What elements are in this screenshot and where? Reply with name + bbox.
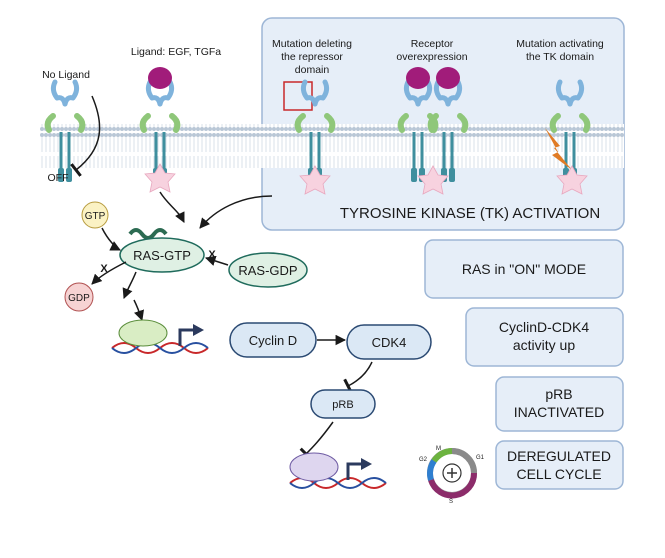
label-mutation-repressor-line2: the repressor [281,51,343,63]
label-ligand: Ligand: EGF, TGFa [131,46,221,58]
label-no-ligand: No Ligand [42,69,90,81]
box-prb-line1: pRB [545,386,572,402]
box-cyclin-line1: CyclinD-CDK4 [499,319,589,335]
receptor-ligand-bound [143,67,178,193]
label-off: OFF [48,172,69,184]
transcription-arrow-icon [346,462,362,480]
box-ras-on [424,239,624,299]
lightning-icon [545,128,572,170]
cycle-label-m: M [436,446,441,452]
inhibition-cdk4-prb [343,361,373,394]
arrow-ligand-to-ras [159,191,185,223]
ligand-icon [406,67,430,89]
box-ras-on-text: RAS in "ON" MODE [462,261,586,277]
ras-gtp-node [119,237,205,273]
cycle-label-s: S [449,499,453,505]
gdp-node [64,282,94,312]
arrow-ras-down [122,271,137,299]
block-mark-gdp: X [100,263,108,275]
cyclin-d-label: Cyclin D [249,333,297,348]
prb-node [310,389,376,419]
dna-upper [111,319,209,354]
arrow-tk-to-ras [199,195,273,229]
transcription-arrow-head [193,324,204,336]
inhibition-prb-e2f [299,421,334,461]
prb-label: pRB [332,399,353,411]
box-cycle-line2: CELL CYCLE [516,466,601,482]
star-domain-icon [144,163,176,193]
cdk4-label: CDK4 [372,335,407,350]
ras-tail-icon [128,228,168,240]
label-mutation-tk-line2: the TK domain [526,51,594,63]
receptor-mutation-repressor [283,82,332,195]
dna-icon [289,477,387,489]
cyclin-d-node [229,322,317,358]
ras-gtp-label: RAS-GTP [133,248,191,263]
label-mutation-repressor-line1: Mutation deleting [272,38,352,50]
cycle-label-g2: G2 [419,457,428,463]
transcription-factor-icon [118,319,168,347]
tk-activation-title: TYROSINE KINASE (TK) ACTIVATION [340,205,600,222]
ras-gdp-node [228,252,308,288]
arrow-gdp-to-gtp [204,255,229,266]
box-prb-line2: INACTIVATED [514,404,605,420]
label-mutation-tk-line1: Mutation activating [516,38,604,50]
receptor-overexpression [401,67,466,195]
label-overexpression-line2: overexpression [396,51,467,63]
box-cyclin-activity [465,307,624,367]
dna-lower [289,452,387,489]
arrow-to-transcription [133,299,144,321]
box-cycle-line1: DEREGULATED [507,448,611,464]
inhibition-arrow-off [70,95,101,177]
transcription-arrow-icon [178,328,194,346]
label-overexpression-line1: Receptor [411,38,454,50]
gtp-label: GTP [85,211,106,222]
arrow-ras-to-gdp [91,261,127,285]
box-deregulated-cycle [495,440,624,490]
ligand-icon [148,67,172,89]
cell-cycle-icon: M G1 G2 S [419,446,485,505]
ligand-icon [436,67,460,89]
gdp-label: GDP [68,293,90,304]
box-prb-inactivated [495,376,624,432]
e2f-factor-icon [289,452,339,482]
transcription-arrow-head [361,458,372,470]
box-cyclin-line2: activity up [513,337,575,353]
dna-icon [111,342,209,354]
block-mark-gef: X [208,249,216,261]
arrow-gtp-to-ras [101,227,121,251]
ras-gdp-label: RAS-GDP [238,263,297,278]
cdk4-node [346,324,432,360]
cycle-label-g1: G1 [476,455,485,461]
gtp-node [81,201,109,229]
label-mutation-repressor-line3: domain [295,64,330,76]
receptor-tk-mutation [545,82,587,195]
